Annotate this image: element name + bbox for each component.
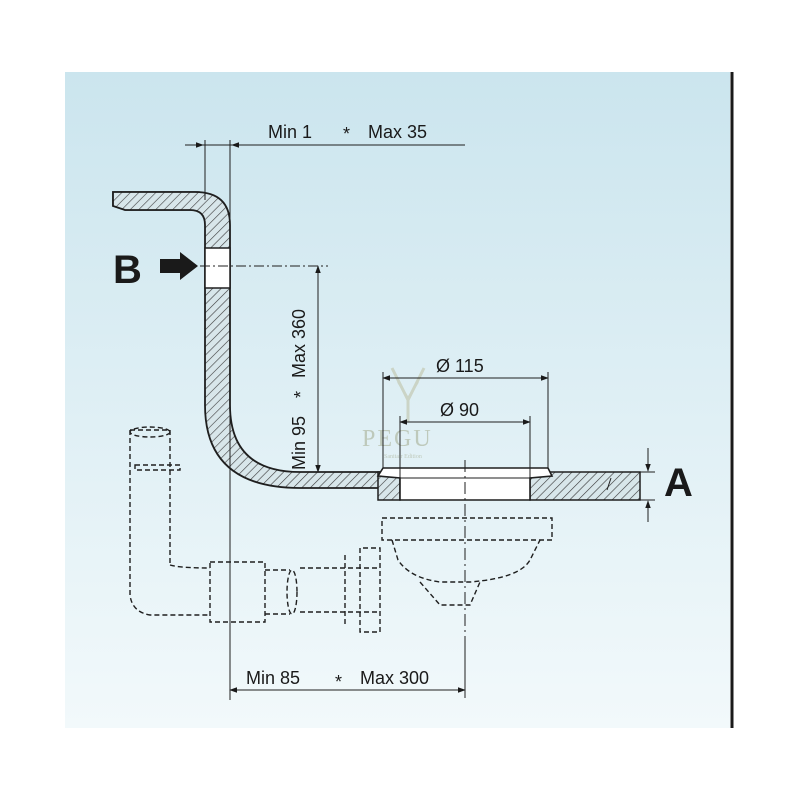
label-top-separator: * [343,124,350,144]
label-vertical-max: Max 360 [289,309,309,378]
label-outer-diameter: Ø 115 [436,356,484,376]
watermark-tagline: Sanitair Edition [384,454,422,460]
dimension-inner-diameter: Ø 90 [399,400,531,478]
dimension-outer-diameter: Ø 115 [382,356,549,468]
label-vertical-separator: * [291,391,311,398]
marker-a-label: A [664,461,693,505]
watermark-brand: PEGU [362,426,433,452]
marker-b-label: B [113,248,142,292]
dimension-vertical: Min 95 * Max 360 [289,265,321,473]
pipe-cut-gap [204,247,231,289]
marker-b: B [113,248,328,292]
label-top-min: Min 1 [268,122,312,142]
marker-b-arrow [160,252,198,280]
marker-a: A [615,448,693,522]
waste-fittings-dashed [129,426,553,633]
dimension-bottom: Min 85 * Max 300 [229,640,466,698]
drawing-background [65,72,730,728]
label-bottom-min: Min 85 [246,668,300,688]
label-top-max: Max 35 [368,122,427,142]
label-bottom-separator: * [335,672,342,692]
label-bottom-max: Max 300 [360,668,429,688]
dimension-top: Min 1 * Max 35 [185,122,465,148]
label-vertical-min: Min 95 [289,416,309,470]
label-inner-diameter: Ø 90 [440,400,479,420]
plate-break-mark [606,477,612,491]
watermark-logo: PEGU Sanitair Edition [362,367,433,460]
